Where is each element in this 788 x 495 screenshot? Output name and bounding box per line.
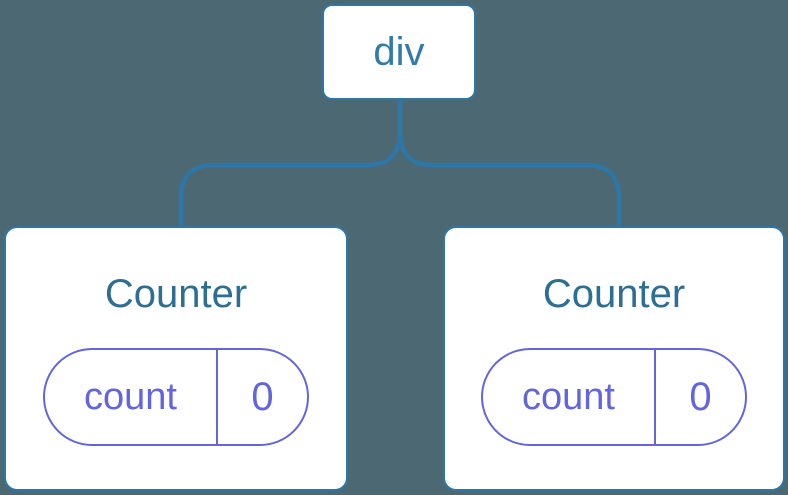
component-title: Counter	[542, 272, 686, 316]
root-node-div: div	[322, 4, 476, 100]
connector-right-branch	[397, 100, 622, 228]
counter-component-node-right: Counter count 0	[443, 226, 785, 491]
counter-component-node-left: Counter count 0	[4, 226, 348, 491]
root-node-label: div	[373, 29, 425, 74]
component-title: Counter	[104, 272, 248, 316]
state-key-label: count	[483, 350, 656, 444]
state-value-label: 0	[251, 374, 274, 419]
state-value-label: 0	[689, 374, 712, 419]
state-pill: count 0	[43, 348, 309, 446]
connector-left-branch	[178, 100, 403, 228]
state-key-label: count	[45, 350, 218, 444]
state-pill: count 0	[481, 348, 747, 446]
